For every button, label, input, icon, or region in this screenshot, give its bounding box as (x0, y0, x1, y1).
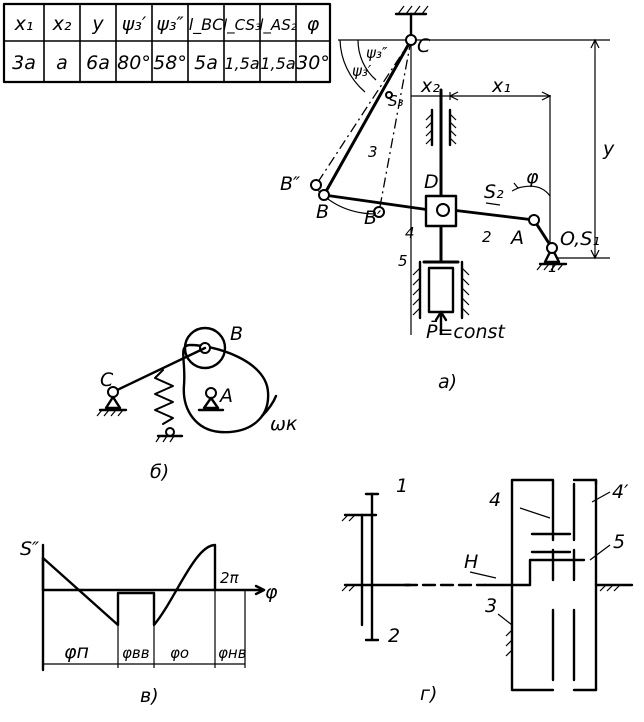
label-b-prime: B′ (364, 207, 382, 229)
table-header-l-bc: l_BC (189, 15, 224, 35)
figure-a-linkage: C B B′ B″ D S₂ A O,S₁ S₃ x₂ x₁ y φ ψ₃′ ψ… (280, 5, 615, 393)
accel-phi-label: φ (265, 581, 278, 603)
gear-label-2: 2 (388, 625, 400, 647)
cam-label-b: B (230, 323, 243, 345)
label-force: P̄=const (426, 319, 506, 343)
label-link-1: 1 (548, 258, 558, 276)
figure-b-cam: B C A ωк б) (96, 323, 298, 483)
table-value-l-bc: 5a (194, 52, 218, 74)
label-psi3-double-prime: ψ₃″ (366, 44, 388, 62)
label-link-2: 2 (482, 228, 492, 246)
table-header-y: y (91, 13, 104, 35)
caption-g: г) (420, 683, 437, 705)
phase-label-nv: φнв (218, 644, 247, 662)
table-value-psi3-prime: 80° (117, 52, 151, 74)
label-phi: φ (526, 166, 539, 188)
label-x2: x₂ (420, 75, 440, 97)
label-y: y (602, 138, 615, 160)
label-b-double-prime: B″ (280, 173, 300, 195)
table-header-psi3-double-prime: ψ₃″ (156, 13, 183, 35)
gear-label-4-prime: 4′ (612, 481, 629, 503)
label-link-5: 5 (398, 252, 408, 270)
table-value-psi3-double-prime: 58° (153, 52, 187, 74)
label-psi3-prime: ψ₃′ (352, 62, 372, 80)
phase-label-p: φп (64, 641, 89, 663)
table-header-l-cs3: l_CS₃ (223, 16, 261, 35)
label-a: A (509, 227, 524, 249)
table-header-psi3-prime: ψ₃′ (122, 13, 147, 35)
table-header-phi: φ (307, 13, 320, 35)
gear-label-5: 5 (613, 531, 625, 553)
caption-b: б) (150, 461, 169, 483)
gear-label-h: H (464, 551, 478, 573)
cam-label-omega: ωк (270, 413, 298, 435)
phase-label-vv: φвв (122, 644, 150, 662)
accel-two-pi-label: 2π (220, 569, 240, 587)
table-header-x1: x₁ (14, 13, 34, 35)
label-s2: S₂ (484, 181, 504, 203)
parameter-table: x₁ x₂ y ψ₃′ ψ₃″ l_BC l_CS₃ l_AS₂ φ 3a a … (2, 2, 332, 84)
caption-a: а) (438, 371, 457, 393)
table-value-x2: a (56, 52, 68, 74)
caption-v: в) (140, 685, 159, 707)
table-header-x2: x₂ (52, 13, 72, 35)
gear-label-4: 4 (489, 489, 501, 511)
figure-v-acceleration-graph: S″ φ 2π φп φвв φо φнв в) (20, 538, 278, 707)
cam-label-a: A (218, 385, 233, 407)
label-c: C (417, 35, 431, 57)
figure-g-gear-train: 1 2 3 4 4′ 5 H г) (341, 475, 634, 705)
label-x1: x₁ (491, 75, 511, 97)
table-value-l-cs3: 1,5a (224, 54, 259, 73)
label-link-3: 3 (368, 143, 378, 161)
label-b: B (316, 201, 329, 223)
label-o-s1: O,S₁ (560, 228, 600, 250)
gear-label-3: 3 (485, 595, 497, 617)
accel-axis-label: S″ (20, 538, 39, 560)
table-value-y: 6a (86, 52, 110, 74)
table-header-l-as2: l_AS₂ (259, 16, 296, 35)
label-d: D (424, 171, 439, 193)
label-link-4: 4 (405, 224, 415, 242)
phase-label-o: φо (170, 644, 189, 662)
cam-label-c: C (100, 369, 114, 391)
table-value-x1: 3a (12, 52, 36, 74)
label-s3: S₃ (388, 92, 404, 110)
table-value-phi: 30° (296, 52, 330, 74)
table-value-l-as2: 1,5a (260, 54, 295, 73)
gear-label-1: 1 (396, 475, 408, 497)
